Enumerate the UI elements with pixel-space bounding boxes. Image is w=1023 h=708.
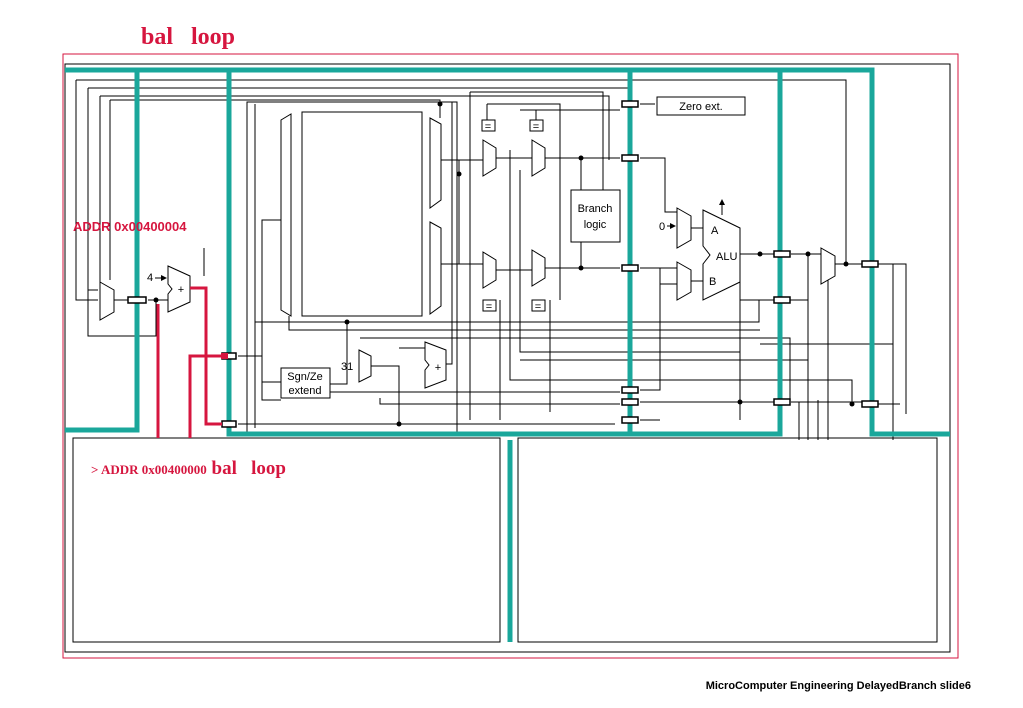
const-0-label: 0 [659, 221, 665, 233]
addr-id-prefix: > ADDR 0x00400000 [91, 462, 207, 477]
sign-extend-label-2: extend [288, 385, 321, 397]
compare-1 [481, 119, 496, 132]
alu-b-label: B [709, 276, 716, 288]
register-file [301, 111, 423, 317]
fwd-mux-4 [531, 249, 546, 287]
fwd-mux-1 [482, 139, 497, 177]
compare-4 [531, 299, 546, 312]
pipeline-bars [65, 67, 950, 642]
compare-1-sign: = [485, 121, 491, 133]
compare-4-sign: = [535, 301, 541, 313]
branch-logic-label-2: logic [584, 219, 607, 231]
const-4-label: 4 [147, 272, 153, 284]
branch-logic-label-1: Branch [578, 203, 613, 215]
addr-id-instruction: bal loop [207, 458, 286, 479]
alu-a-label: A [711, 225, 719, 237]
zero-ext-box [656, 96, 746, 116]
branch-logic-box [570, 189, 621, 243]
alu-mux-a [676, 207, 692, 249]
junction-dots [153, 101, 855, 427]
fwd-mux-3 [482, 251, 497, 289]
wiring [75, 79, 907, 440]
slide-footer: MicroComputer Engineering DelayedBranch … [705, 680, 971, 692]
compare-3 [482, 299, 497, 312]
bottom-left-panel [72, 437, 501, 643]
compare-3-sign: = [486, 301, 492, 313]
pc-mux [99, 281, 115, 321]
bottom-right-panel [517, 437, 938, 643]
active-latch-marker [221, 353, 228, 359]
branch-adder [424, 341, 447, 389]
addr-if-annotation: ADDR 0x00400004 [73, 219, 187, 234]
shift-mux [358, 349, 372, 383]
compare-2-sign: = [533, 121, 539, 133]
slide-title: bal loop [141, 24, 236, 50]
pc-adder [167, 265, 191, 313]
branch-adder-plus: + [435, 362, 441, 374]
alu [702, 209, 741, 301]
wb-mux [820, 247, 836, 285]
sign-extend-label-1: Sgn/Ze [287, 371, 322, 383]
outer-red-frame [62, 53, 959, 659]
sign-extend-box [280, 367, 331, 399]
pc-adder-plus: + [178, 284, 184, 296]
alu-mux-b [676, 261, 692, 301]
outer-black-frame [64, 63, 951, 653]
reg-read-mux-1 [429, 117, 442, 209]
reg-read-mux-2 [429, 221, 442, 315]
addr-id-annotation: > ADDR 0x00400000 bal loop [91, 458, 286, 479]
fwd-mux-2 [531, 139, 546, 177]
alu-label: ALU [716, 251, 737, 263]
highlighted-path [156, 286, 222, 438]
zero-ext-label: Zero ext. [679, 101, 722, 113]
pipeline-latches [127, 100, 879, 428]
reg-input-mux [280, 113, 292, 317]
